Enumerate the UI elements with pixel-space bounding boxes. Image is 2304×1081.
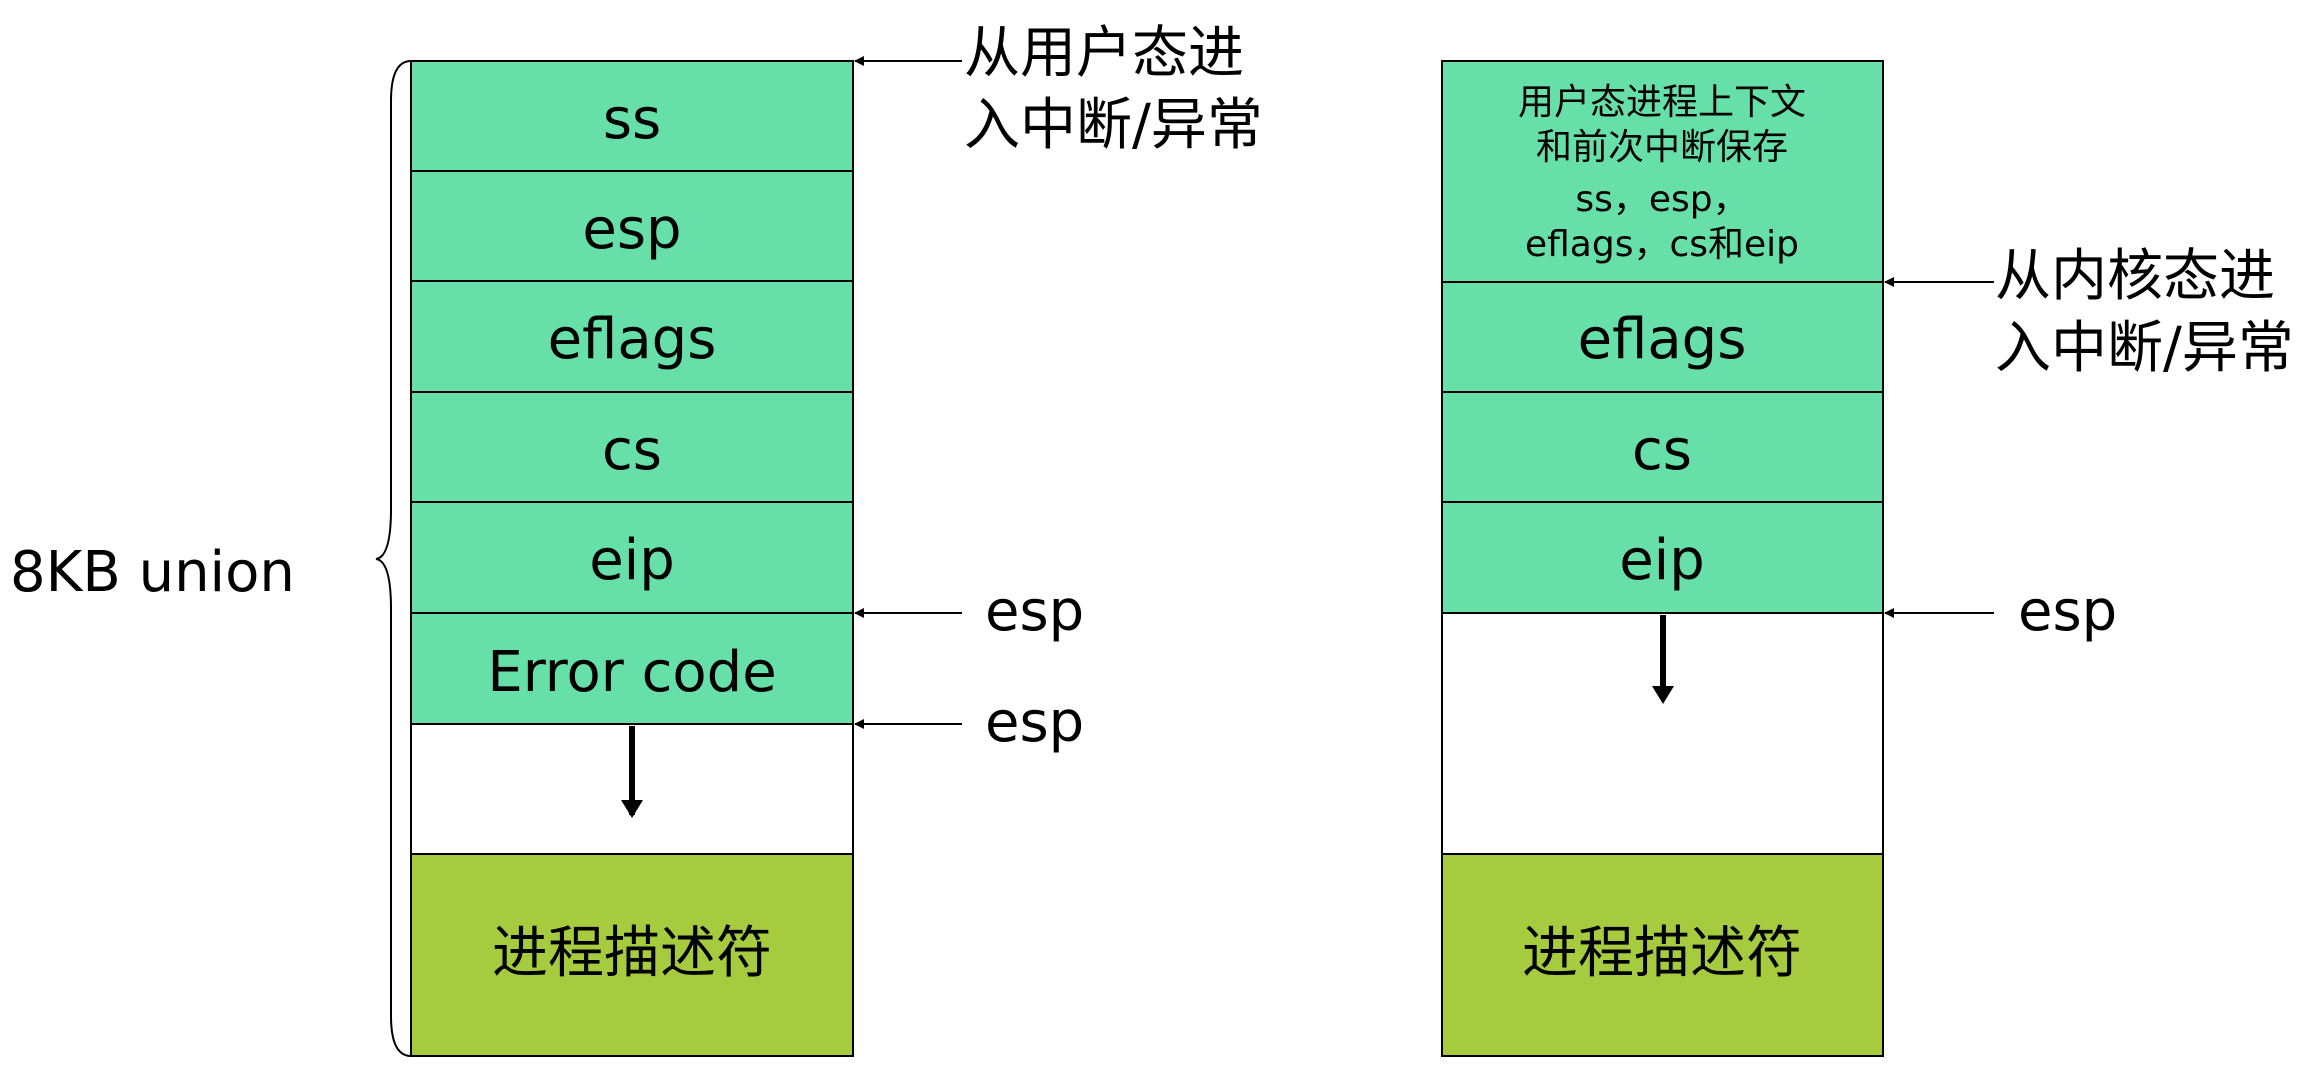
right-descriptor-cell <box>1441 853 1884 1057</box>
left-cell-error-code <box>410 612 854 725</box>
right-context-line-1: 用户态进程上下文 <box>1518 82 1806 123</box>
left-stack: ss esp eflags cs eip Error code 进程描述符 <box>410 60 854 1057</box>
right-context-line-3: ss，esp， <box>1575 179 1748 220</box>
left-entry-label-line-1: 从用户态进 <box>964 21 1244 86</box>
right-cell-eflags-label: eflags <box>1578 307 1747 372</box>
left-esp-pointers: esp esp <box>854 579 1084 755</box>
right-descriptor-label: 进程描述符 <box>1522 921 1802 986</box>
right-context-line-2: 和前次中断保存 <box>1536 127 1788 168</box>
left-cell-esp <box>410 170 854 282</box>
left-entry-label-line-2: 入中断/异常 <box>964 93 1263 158</box>
left-cell-esp-label: esp <box>582 197 681 262</box>
brace-icon <box>375 60 412 1057</box>
left-cell-ss <box>410 60 854 172</box>
left-cell-eflags <box>410 280 854 393</box>
right-esp-label: esp <box>2018 579 2117 644</box>
left-cell-cs <box>410 391 854 503</box>
left-cell-ss-label: ss <box>603 87 661 152</box>
right-growth-arrowhead-icon <box>1652 686 1674 704</box>
right-esp-pointer: esp <box>1884 579 2117 644</box>
left-entry-annotation: 从用户态进 入中断/异常 <box>854 21 1263 158</box>
left-descriptor-cell <box>410 853 854 1057</box>
left-growth-arrowhead-icon <box>621 800 643 818</box>
right-entry-label-line-2: 入中断/异常 <box>1995 316 2294 381</box>
right-context-line-4: eflags，cs和eip <box>1525 224 1799 265</box>
left-cell-error-code-label: Error code <box>487 640 776 705</box>
right-cell-eflags <box>1441 281 1884 393</box>
union-brace: 8KB union <box>10 60 412 1057</box>
right-cell-eip <box>1441 501 1884 614</box>
brace-label: 8KB union <box>10 540 295 605</box>
left-cell-eip-label: eip <box>589 528 675 593</box>
left-cell-eflags-label: eflags <box>548 307 717 372</box>
right-stack: 用户态进程上下文 和前次中断保存 ss，esp， eflags，cs和eip e… <box>1441 60 1884 1057</box>
right-entry-annotation: 从内核态进 入中断/异常 <box>1884 244 2294 381</box>
right-cell-eip-label: eip <box>1619 528 1705 593</box>
right-context-cell <box>1441 60 1884 283</box>
right-entry-label-line-1: 从内核态进 <box>1995 244 2275 309</box>
left-cell-cs-label: cs <box>602 418 662 483</box>
right-cell-cs <box>1441 391 1884 503</box>
left-esp-label-1: esp <box>985 579 1084 644</box>
left-descriptor-label: 进程描述符 <box>492 921 772 986</box>
right-cell-cs-label: cs <box>1632 418 1692 483</box>
left-esp-label-2: esp <box>985 690 1084 755</box>
left-cell-eip <box>410 501 854 614</box>
